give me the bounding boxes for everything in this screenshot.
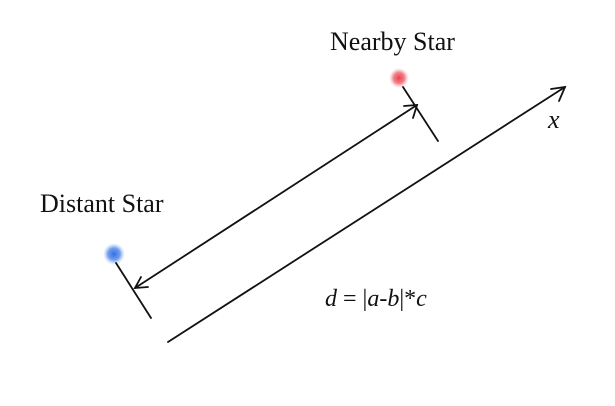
distance-arrowhead-left bbox=[133, 276, 149, 290]
nearby-star bbox=[389, 68, 409, 88]
distance-arrowhead-right bbox=[403, 104, 419, 119]
x-axis bbox=[167, 85, 567, 343]
distance-arrow bbox=[133, 104, 419, 290]
formula-dash: - bbox=[379, 286, 387, 312]
distant-star-label: Distant Star bbox=[40, 189, 164, 218]
formula-d: d bbox=[325, 286, 338, 312]
distant-star-perpendicular bbox=[115, 262, 152, 319]
x-axis-arrowhead bbox=[550, 85, 567, 102]
nearby-star-perpendicular bbox=[402, 86, 439, 142]
nearby-star-label: Nearby Star bbox=[330, 27, 455, 56]
formula-a: a bbox=[367, 286, 379, 312]
formula-eq: = | bbox=[337, 286, 367, 312]
distance-formula: d = |a-b|*c bbox=[295, 286, 445, 312]
formula-bar-star: |* bbox=[399, 286, 416, 312]
distant-star bbox=[103, 243, 125, 265]
x-axis-label: x bbox=[547, 105, 560, 134]
formula-b: b bbox=[387, 286, 399, 312]
formula-c: c bbox=[416, 286, 427, 312]
